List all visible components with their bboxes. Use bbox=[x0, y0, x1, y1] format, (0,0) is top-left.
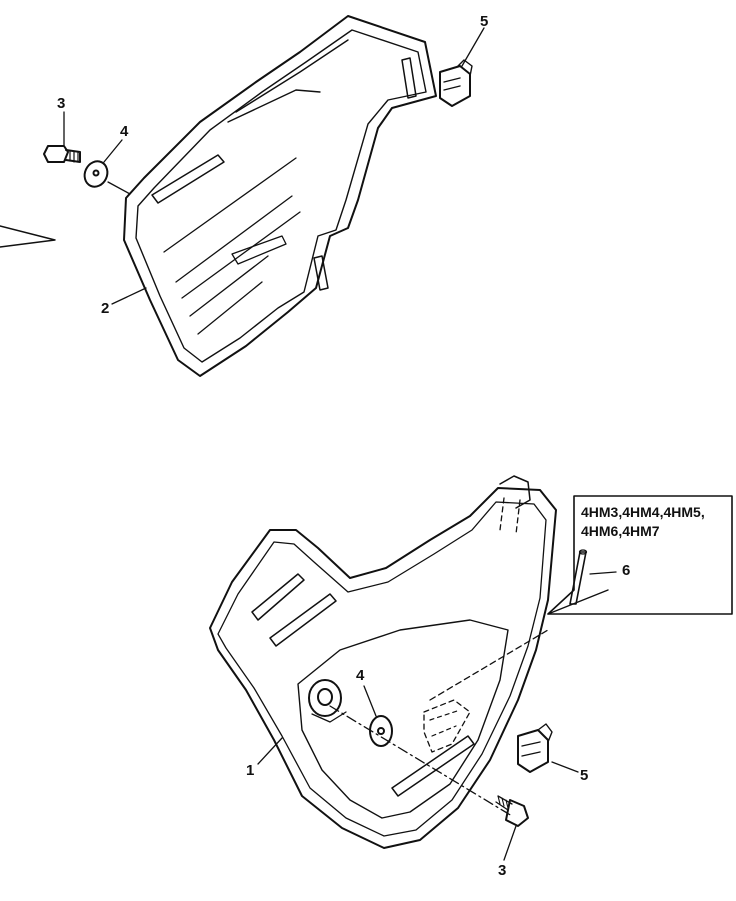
clip-5-upper bbox=[439, 59, 473, 107]
variant-line-2: 4HM6,4HM7 bbox=[581, 523, 660, 539]
lower-assembly bbox=[209, 475, 733, 861]
leader-washer-cover-upper bbox=[107, 181, 131, 195]
callout-3-upper: 3 bbox=[57, 95, 66, 112]
callout-1-lower: 1 bbox=[246, 762, 255, 779]
leader-2-upper bbox=[111, 287, 147, 305]
leader-4-lower bbox=[363, 685, 377, 717]
fastener-axis-line bbox=[329, 705, 513, 817]
callout-5-lower: 5 bbox=[580, 767, 589, 784]
leader-1-lower bbox=[257, 737, 283, 765]
variant-box bbox=[547, 495, 733, 615]
side-cover-1 bbox=[209, 475, 557, 849]
direction-arrow bbox=[0, 225, 56, 248]
screw-3-upper bbox=[43, 145, 81, 163]
pin-6 bbox=[569, 549, 617, 605]
washer-4-upper bbox=[83, 160, 109, 188]
leader-5-lower bbox=[551, 761, 579, 773]
callout-4-lower: 4 bbox=[356, 667, 365, 684]
clip-5-lower bbox=[517, 723, 553, 773]
callout-5-upper: 5 bbox=[480, 13, 489, 30]
leader-4-upper bbox=[103, 139, 123, 163]
variant-box-label: 4HM3,4HM4,4HM5, 4HM6,4HM7 bbox=[581, 503, 731, 541]
upper-assembly bbox=[0, 15, 485, 377]
callout-4-upper: 4 bbox=[120, 123, 129, 140]
callout-2-upper: 2 bbox=[101, 300, 110, 317]
leader-3-lower bbox=[503, 825, 517, 861]
washer-4-lower bbox=[369, 715, 393, 747]
variant-line-1: 4HM3,4HM4,4HM5, bbox=[581, 504, 705, 520]
leader-5-upper bbox=[461, 27, 485, 67]
callout-3-lower: 3 bbox=[498, 862, 507, 879]
side-cover-2 bbox=[123, 15, 437, 377]
screw-3-lower bbox=[495, 795, 529, 827]
callout-6-lower: 6 bbox=[622, 562, 631, 579]
